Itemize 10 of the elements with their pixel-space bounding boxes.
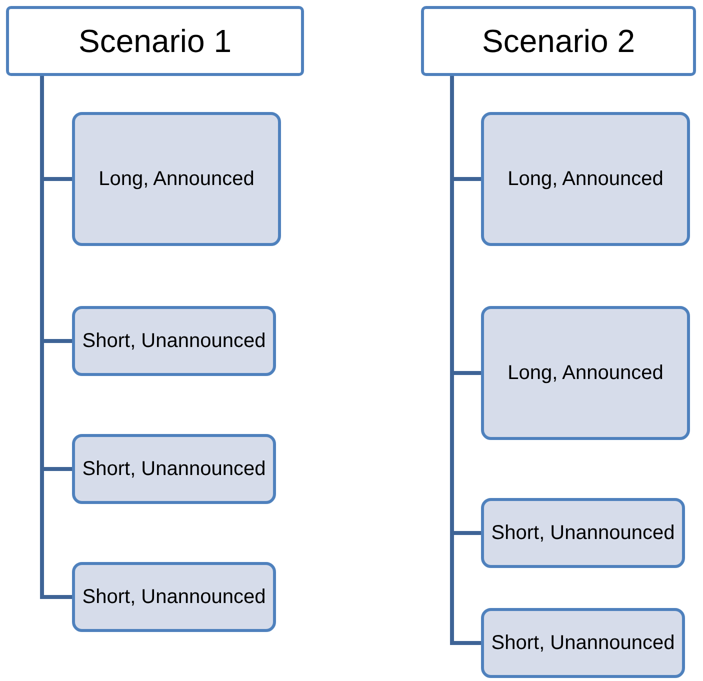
item-box: Short, Unannounced bbox=[72, 306, 276, 376]
item-box: Short, Unannounced bbox=[72, 562, 276, 632]
item-box: Short, Unannounced bbox=[481, 608, 685, 678]
item-box: Long, Announced bbox=[481, 306, 690, 440]
scenario-box: Scenario 2 bbox=[421, 6, 696, 76]
item-box: Short, Unannounced bbox=[481, 498, 685, 568]
scenario-box: Scenario 1 bbox=[6, 6, 304, 76]
item-box: Short, Unannounced bbox=[72, 434, 276, 504]
item-box: Long, Announced bbox=[72, 112, 281, 246]
item-box: Long, Announced bbox=[481, 112, 690, 246]
